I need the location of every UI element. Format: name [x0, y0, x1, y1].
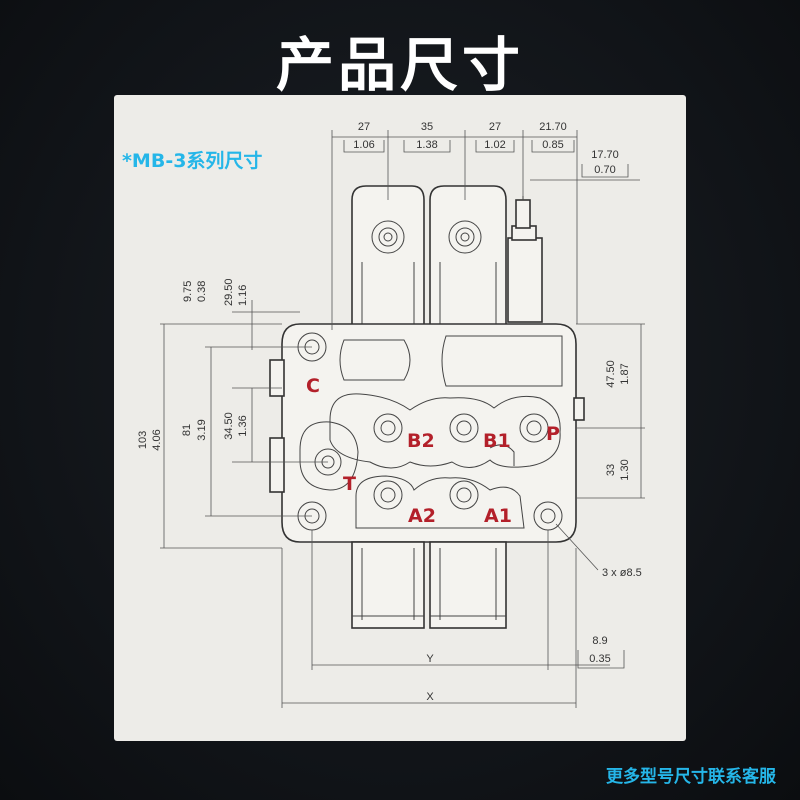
port-b1-label: B1 [483, 430, 511, 452]
dim-89-in: 0.35 [589, 653, 610, 665]
dim-top1-mm: 27 [358, 121, 370, 133]
dim-975-mm: 9.75 [182, 281, 194, 302]
dim-103-in: 4.06 [151, 429, 163, 450]
dim-103-mm: 103 [137, 431, 149, 449]
page-title: 产品尺寸 [275, 31, 524, 99]
dim-3450-mm: 34.50 [223, 412, 235, 440]
footer-contact-note: 更多型号尺寸联系客服 [606, 767, 776, 787]
dimension-lines [160, 130, 645, 708]
dim-3450-in: 1.36 [237, 415, 249, 436]
dim-top5-mm: 17.70 [591, 149, 619, 161]
dim-89-mm: 8.9 [592, 635, 607, 647]
dim-975-in: 0.38 [196, 281, 208, 302]
port-a2-label: A2 [408, 505, 436, 527]
dim-33-mm: 33 [605, 464, 617, 476]
spool-housings [351, 185, 543, 331]
dim-top2-in: 1.38 [416, 139, 437, 151]
dim-top4-in: 0.85 [542, 139, 563, 151]
port-labels: C T P B2 B1 A2 A1 [306, 375, 560, 527]
dim-top4-mm: 21.70 [539, 121, 567, 133]
dim-33-in: 1.30 [619, 459, 631, 480]
valve-body [269, 323, 585, 543]
port-c-label: C [306, 375, 320, 397]
port-p-label: P [546, 423, 560, 445]
dim-81-mm: 81 [181, 424, 193, 436]
dim-4750-in: 1.87 [619, 363, 631, 384]
dim-top2-mm: 35 [421, 121, 433, 133]
dimension-labels: 27 1.06 35 1.38 27 1.02 21.70 0.85 17.70… [137, 121, 642, 703]
dim-81-in: 3.19 [196, 419, 208, 440]
dim-x: X [426, 691, 434, 703]
dim-2950-mm: 29.50 [223, 278, 235, 306]
dim-top1-in: 1.06 [353, 139, 374, 151]
dim-4750-mm: 47.50 [605, 360, 617, 388]
dim-y: Y [426, 653, 434, 665]
series-label: *MB-3系列尺寸 [122, 150, 263, 172]
port-a1-label: A1 [484, 505, 512, 527]
dim-top3-in: 1.02 [484, 139, 505, 151]
spool-caps [351, 541, 507, 629]
port-b2-label: B2 [407, 430, 435, 452]
dim-top5-in: 0.70 [594, 164, 615, 176]
dim-top3-mm: 27 [489, 121, 501, 133]
port-t-label: T [343, 473, 356, 495]
dim-holes: 3 x ø8.5 [602, 567, 642, 579]
dim-2950-in: 1.16 [237, 285, 249, 306]
